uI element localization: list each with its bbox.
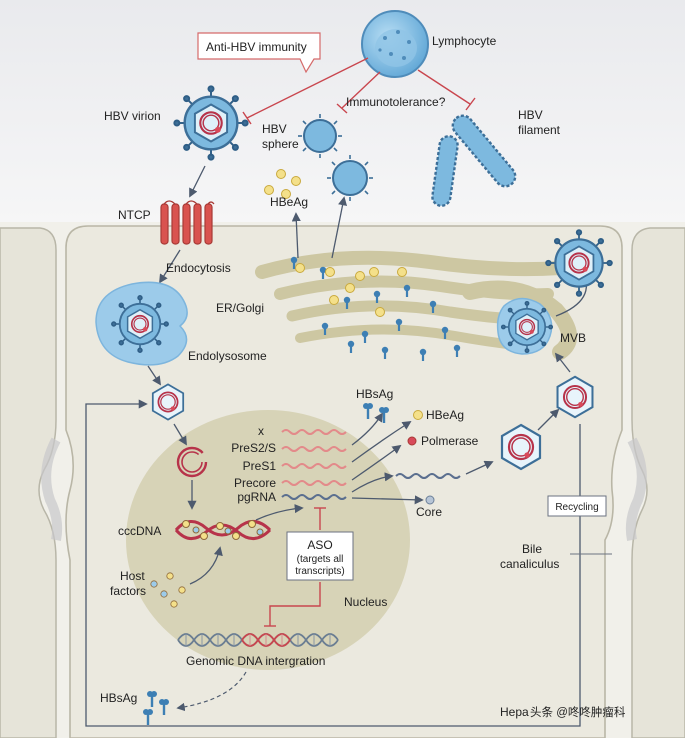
- core-dot: [425, 495, 435, 505]
- recycling-label: Recycling: [555, 502, 598, 513]
- tight-junction-left: [41, 437, 63, 541]
- host-factors-arrow: [189, 546, 223, 585]
- hbsag-translation-arrow: [351, 412, 383, 446]
- er-hbeag-particles: [295, 263, 407, 317]
- hbeag-translation-arrow: [351, 421, 412, 463]
- cccdna-label: cccDNA: [118, 524, 161, 538]
- pgrna-export-arrow: [351, 472, 394, 493]
- polymerase-translation-arrow: [351, 444, 402, 481]
- hbeag-mid-dot: [413, 410, 423, 420]
- transcript-wave-pres1: [281, 463, 347, 469]
- transcription-arrow: [255, 504, 304, 521]
- mvb-label: MVB: [560, 331, 586, 345]
- hbv-filament-2: [431, 135, 459, 207]
- sphere-secretion-arrow: [331, 196, 348, 259]
- hbv-sphere-1: [298, 114, 342, 158]
- recycling-path: [85, 399, 581, 727]
- mvb-entry-arrow: [554, 352, 571, 373]
- hbv-filament-label-line2: filament: [518, 123, 561, 137]
- new-nucleocapsid: [500, 423, 542, 471]
- lymphocyte: [361, 10, 429, 78]
- hbv-sphere-label-line1: HBV: [262, 122, 287, 136]
- core-label: Core: [416, 505, 442, 519]
- hbv-sphere-label-line2: sphere: [262, 137, 299, 151]
- genomic-dna-helix: [177, 633, 339, 647]
- hbeag-secretion-arrow: [291, 212, 301, 259]
- nucleus-label: Nucleus: [344, 595, 387, 609]
- endocytosis-arrow: [159, 249, 181, 284]
- transcript-label-pgrna: pgRNA: [237, 490, 276, 504]
- immune-inhibition-lines: [242, 57, 476, 125]
- hbv-filament-1: [451, 114, 517, 188]
- hbv-virion-label: HBV virion: [104, 109, 161, 123]
- transcript-wave-pres2s: [281, 446, 347, 452]
- endolysosome-label: Endolysosome: [188, 349, 267, 363]
- virion-entry-arrow: [189, 165, 206, 198]
- hbeag-top-label: HBeAg: [270, 195, 308, 209]
- nuclear-import-arrow: [173, 423, 187, 446]
- recycling-box: [547, 495, 607, 517]
- er-golgi-label: ER/Golgi: [216, 301, 264, 315]
- aso-note-line2: transcripts): [295, 566, 344, 577]
- mvb-virion: [500, 300, 554, 354]
- hepatocyte-label: Hepa: [500, 705, 529, 719]
- hbv-filament-label-line1: HBV: [518, 108, 543, 122]
- hbv-virion: [173, 85, 249, 161]
- hbeag-secreted-particles: [264, 169, 301, 199]
- genomic-dna-label: Genomic DNA intergration: [186, 654, 325, 668]
- endolysosome-virion: [110, 294, 170, 354]
- rcdna: [176, 446, 208, 478]
- bile-canaliculus-label-line2: canaliculus: [500, 557, 559, 571]
- transcript-label-precore: Precore: [234, 476, 276, 490]
- anti-hbv-immunity-callout: [197, 32, 321, 74]
- transcript-label-x: x: [258, 424, 264, 438]
- hbsag-bottom-label: HBsAg: [100, 691, 137, 705]
- aso-label: ASO: [307, 538, 332, 552]
- ntcp-label: NTCP: [118, 208, 151, 222]
- uncoating-arrow: [147, 365, 162, 386]
- encapsidation-arrow: [465, 460, 494, 475]
- aso-inhibition-lines: [264, 507, 326, 627]
- aso-note-line1: (targets all: [297, 554, 344, 565]
- aso-box: [286, 531, 354, 581]
- watermark-text: 头条 @咚咚肿瘤科: [530, 705, 626, 719]
- host-factors-label-line1: Host: [120, 569, 145, 583]
- mature-nucleocapsid: [556, 375, 594, 419]
- tight-junction-right: [625, 437, 647, 541]
- lymphocyte-label: Lymphocyte: [432, 34, 497, 48]
- hbv-sphere-2: [327, 155, 373, 201]
- host-factors-label-line2: factors: [110, 584, 146, 598]
- endocytosis-label: Endocytosis: [166, 261, 231, 275]
- hbsag-mid-label: HBsAg: [356, 387, 393, 401]
- core-translation-arrow: [351, 495, 424, 505]
- host-factors: [150, 572, 186, 608]
- hbeag-mid-label: HBeAg: [426, 408, 464, 422]
- immunotolerance-label: Immunotolerance?: [346, 95, 446, 109]
- envelopment-arrow: [537, 408, 560, 431]
- transcript-label-pres1: PreS1: [243, 459, 277, 473]
- cccdna-minichromosome: [174, 520, 272, 540]
- ntcp-receptor: [160, 200, 215, 245]
- transcript-wave-x: [281, 429, 347, 435]
- anti-hbv-immunity-label: Anti-HBV immunity: [206, 40, 307, 54]
- released-virion: [545, 229, 613, 297]
- polymerase-dot: [407, 436, 417, 446]
- cytoplasmic-pgrna: [395, 473, 461, 479]
- released-capsid: [151, 383, 185, 421]
- bile-canaliculus-label-line1: Bile: [522, 542, 542, 556]
- transcript-label-pres2s: PreS2/S: [231, 441, 276, 455]
- polymerase-label: Polmerase: [421, 434, 479, 448]
- transcript-wave-pgrna: [281, 494, 347, 500]
- transcript-waves: [281, 429, 347, 500]
- transcript-wave-precore: [281, 480, 347, 486]
